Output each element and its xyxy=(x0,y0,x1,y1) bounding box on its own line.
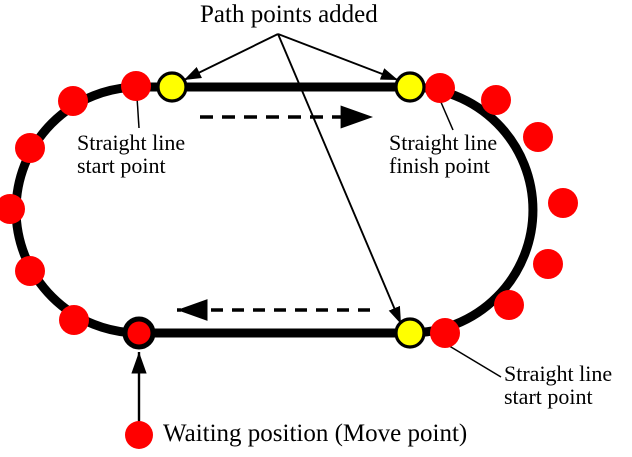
label-straight-line-start-bottom: Straight line start point xyxy=(504,361,613,410)
callout-arrow-to-bottom-right-path-point xyxy=(277,33,402,325)
track-outline xyxy=(11,82,538,338)
move-point[interactable] xyxy=(15,133,45,163)
page-title: Path points added xyxy=(200,1,378,28)
path-points-group xyxy=(156,71,426,349)
path-point-top-right[interactable] xyxy=(394,71,426,103)
leader-lines-group xyxy=(131,96,502,424)
callout-arrows-group xyxy=(183,33,402,325)
label-straight-line-start-top: Straight line start point xyxy=(77,130,186,179)
path-point-top-left[interactable] xyxy=(156,71,188,103)
leader-line-straight-line-start-bottom xyxy=(445,343,502,378)
move-point[interactable] xyxy=(15,256,45,286)
direction-arrows-group xyxy=(177,105,373,321)
legend-move-point-icon xyxy=(125,421,153,449)
move-point-waiting-position[interactable] xyxy=(122,316,156,350)
legend-group xyxy=(125,421,153,449)
move-point[interactable] xyxy=(430,318,460,348)
move-point[interactable] xyxy=(425,73,455,103)
callout-arrow-to-top-left-path-point xyxy=(183,33,279,81)
track-group xyxy=(11,82,538,338)
move-point[interactable] xyxy=(0,194,25,224)
path-point-bottom-right[interactable] xyxy=(394,317,426,349)
move-point[interactable] xyxy=(58,86,88,116)
move-point[interactable] xyxy=(494,290,524,320)
move-points-group xyxy=(0,71,578,350)
move-point[interactable] xyxy=(481,85,511,115)
leader-line-straight-line-finish-top xyxy=(439,99,454,131)
move-point[interactable] xyxy=(523,122,553,152)
callout-arrow-to-top-right-path-point xyxy=(277,33,399,81)
legend-label: Waiting position (Move point) xyxy=(163,420,468,447)
leader-line-straight-line-start-top xyxy=(136,96,140,129)
move-point[interactable] xyxy=(533,249,563,279)
move-point[interactable] xyxy=(121,71,151,101)
move-point[interactable] xyxy=(548,188,578,218)
label-straight-line-finish-top: Straight line finish point xyxy=(389,130,498,179)
move-point[interactable] xyxy=(59,305,89,335)
